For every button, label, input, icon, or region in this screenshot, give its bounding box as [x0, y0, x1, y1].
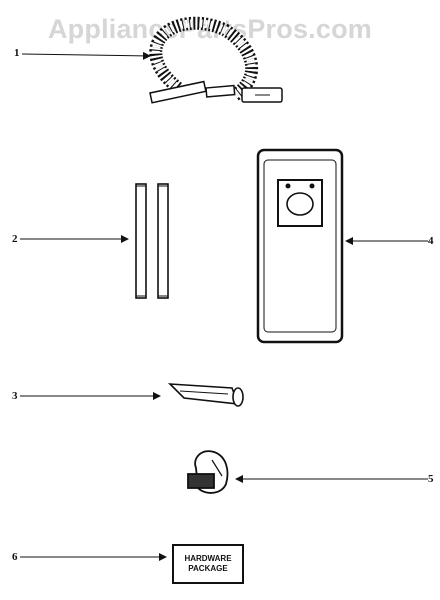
callout-number-4: 4	[428, 235, 434, 247]
dust-bag-part	[256, 148, 344, 344]
hose-part	[149, 16, 283, 104]
callout-number-1: 1	[14, 47, 20, 59]
callout-number-5: 5	[428, 473, 434, 485]
callout-number-2: 2	[12, 233, 18, 245]
clip-part	[187, 450, 229, 494]
package-label: PACKAGE	[188, 564, 228, 573]
crevice-tool-part	[167, 383, 244, 407]
callout-number-6: 6	[12, 551, 18, 563]
callout-number-3: 3	[12, 390, 18, 402]
callout-line-1	[21, 51, 151, 60]
wand-parts	[135, 183, 169, 299]
hardware-label: HARDWARE	[184, 554, 232, 563]
hardware-package-box: HARDWARE PACKAGE	[172, 544, 244, 584]
